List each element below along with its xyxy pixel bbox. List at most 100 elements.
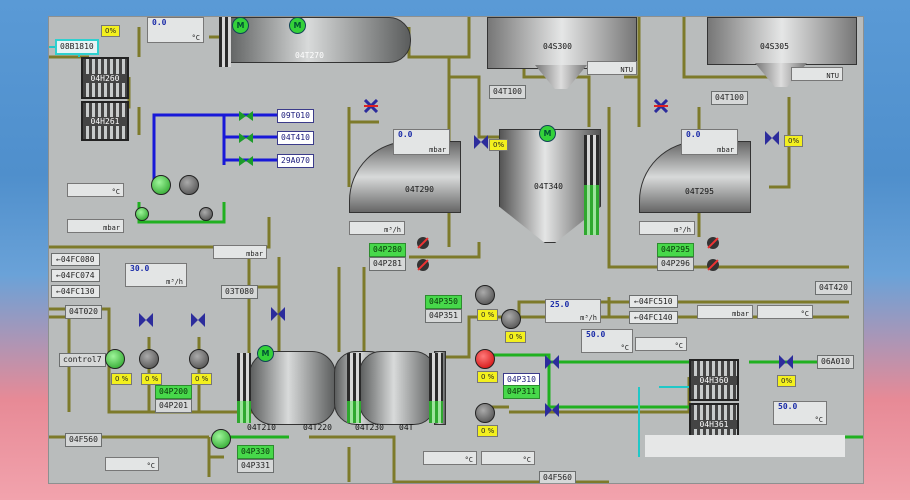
- silo-04S300[interactable]: [487, 17, 637, 69]
- display-temp-50[interactable]: 50.0 °C: [581, 329, 633, 353]
- pump-icon[interactable]: [211, 429, 231, 449]
- blocked-pump-icon[interactable]: [707, 259, 719, 271]
- tank-04T210[interactable]: [249, 351, 336, 425]
- blocked-pump-icon[interactable]: [707, 237, 719, 249]
- heat-exchanger-04H260[interactable]: 04H260: [81, 57, 129, 99]
- tag-04P280[interactable]: 04P280: [369, 243, 406, 257]
- tank-04T240-fill: [429, 401, 443, 423]
- display-c-right2[interactable]: °C: [757, 305, 813, 319]
- tag-08B1810[interactable]: 08B1810: [55, 39, 99, 55]
- motor-icon[interactable]: M: [289, 17, 306, 34]
- tank-label-04T230: 04T230: [355, 423, 384, 432]
- tag-04T410[interactable]: 04T410: [277, 131, 314, 145]
- valve-green-icon[interactable]: [239, 131, 253, 145]
- bowtie-valve-icon[interactable]: [271, 307, 285, 321]
- nav-04FC140[interactable]: 04FC140: [629, 311, 678, 324]
- nav-04FC510[interactable]: 04FC510: [629, 295, 678, 308]
- bowtie-valve-icon[interactable]: [545, 403, 559, 417]
- motor-icon[interactable]: M: [257, 345, 274, 362]
- display-bottom-c1[interactable]: °C: [105, 457, 159, 471]
- display-t295-pressure[interactable]: 0.0 mbar: [681, 129, 738, 155]
- tag-04P331[interactable]: 04P331: [237, 459, 274, 473]
- display-mbar-mid[interactable]: mbar: [213, 245, 267, 259]
- tank-label-04T270: 04T270: [295, 51, 324, 60]
- nav-04FC074[interactable]: 04FC074: [51, 269, 100, 282]
- tag-04P281[interactable]: 04P281: [369, 257, 406, 271]
- display-small-mbar[interactable]: mbar: [67, 219, 124, 233]
- display-silo1-ntu[interactable]: NTU: [587, 61, 637, 75]
- pump-icon[interactable]: [199, 207, 213, 221]
- blocked-pump-icon[interactable]: [417, 237, 429, 249]
- display-flow-30[interactable]: 30.0 m³/h: [125, 263, 187, 287]
- heat-exchanger-04H261[interactable]: 04H261: [81, 101, 129, 141]
- tag-04P351[interactable]: 04P351: [425, 309, 462, 323]
- motor-icon[interactable]: M: [539, 125, 556, 142]
- bowtie-valve-icon[interactable]: [191, 313, 205, 327]
- tag-04T420[interactable]: 04T420: [815, 281, 852, 295]
- tag-03T080[interactable]: 03T080: [221, 285, 258, 299]
- pump-icon[interactable]: [179, 175, 199, 195]
- pump-icon[interactable]: [475, 349, 495, 369]
- button-control7[interactable]: control7: [59, 353, 106, 367]
- tag-06A010[interactable]: 06A010: [817, 355, 854, 369]
- bowtie-valve-icon[interactable]: [474, 135, 488, 149]
- display-bottom-c3[interactable]: °C: [481, 451, 535, 465]
- tank-04T210-fill: [237, 401, 251, 423]
- display-mbar-right[interactable]: mbar: [697, 305, 753, 319]
- heat-exchanger-04H360[interactable]: 04H360: [689, 359, 739, 401]
- motor-icon[interactable]: M: [232, 17, 249, 34]
- bowtie-valve-icon[interactable]: [545, 355, 559, 369]
- display-flow-25[interactable]: 25.0 m³/h: [545, 299, 601, 323]
- display-silo2-ntu[interactable]: NTU: [791, 67, 843, 81]
- display-h360-temp[interactable]: 50.0 °C: [773, 401, 827, 425]
- tag-04T100-a[interactable]: 04T100: [489, 85, 526, 99]
- percent-pump-e: 0 %: [505, 331, 527, 343]
- pump-icon[interactable]: [475, 403, 495, 423]
- pump-icon[interactable]: [139, 349, 159, 369]
- tag-04P296[interactable]: 04P296: [657, 257, 694, 271]
- pump-icon[interactable]: [151, 175, 171, 195]
- display-bottom-c2[interactable]: °C: [423, 451, 477, 465]
- tag-29A070[interactable]: 29A070: [277, 154, 314, 168]
- pump-icon[interactable]: [475, 285, 495, 305]
- valve-green-icon[interactable]: [239, 109, 253, 123]
- tag-09T010[interactable]: 09T010: [277, 109, 314, 123]
- tag-04P330[interactable]: 04P330: [237, 445, 274, 459]
- tank-04T270[interactable]: [224, 17, 411, 63]
- silo-04S305[interactable]: [707, 17, 857, 65]
- valve-green-icon[interactable]: [239, 154, 253, 168]
- tag-04F560[interactable]: 04F560: [65, 433, 102, 447]
- blocked-pump-icon[interactable]: [417, 259, 429, 271]
- pump-icon[interactable]: [189, 349, 209, 369]
- tag-04P295[interactable]: 04P295: [657, 243, 694, 257]
- bowtie-valve-icon[interactable]: [779, 355, 793, 369]
- tag-04T100-b[interactable]: 04T100: [711, 91, 748, 105]
- tank-04T340-level-fill: [584, 185, 599, 235]
- silo-label-04S300: 04S300: [543, 42, 572, 51]
- butterfly-valve-icon[interactable]: [654, 99, 668, 113]
- tag-04P200[interactable]: 04P200: [155, 385, 192, 399]
- blurred-region: [645, 435, 845, 457]
- tag-04P350[interactable]: 04P350: [425, 295, 462, 309]
- percent-t296: 0%: [784, 135, 804, 147]
- pump-icon[interactable]: [501, 309, 521, 329]
- butterfly-valve-icon[interactable]: [364, 99, 378, 113]
- nav-04FC080[interactable]: 04FC080: [51, 253, 100, 266]
- nav-04FC130[interactable]: 04FC130: [51, 285, 100, 298]
- pump-icon[interactable]: [105, 349, 125, 369]
- tank-04T230[interactable]: [359, 351, 436, 425]
- tag-04P311[interactable]: 04P311: [503, 385, 540, 399]
- bowtie-valve-icon[interactable]: [765, 131, 779, 145]
- display-flow-t295[interactable]: m³/h: [639, 221, 695, 235]
- display-flow-t290[interactable]: m³/h: [349, 221, 405, 235]
- tag-04T020[interactable]: 04T020: [65, 305, 102, 319]
- tag-04F560-b[interactable]: 04F560: [539, 471, 576, 483]
- display-c-right[interactable]: °C: [635, 337, 687, 351]
- bowtie-valve-icon[interactable]: [139, 313, 153, 327]
- pump-icon[interactable]: [135, 207, 149, 221]
- percent-pump-b: 0 %: [141, 373, 163, 385]
- display-top-temp[interactable]: 0.0 °C: [147, 17, 204, 43]
- display-small-temp[interactable]: °C: [67, 183, 124, 197]
- display-t290-pressure[interactable]: 0.0 mbar: [393, 129, 450, 155]
- tag-04P201[interactable]: 04P201: [155, 399, 192, 413]
